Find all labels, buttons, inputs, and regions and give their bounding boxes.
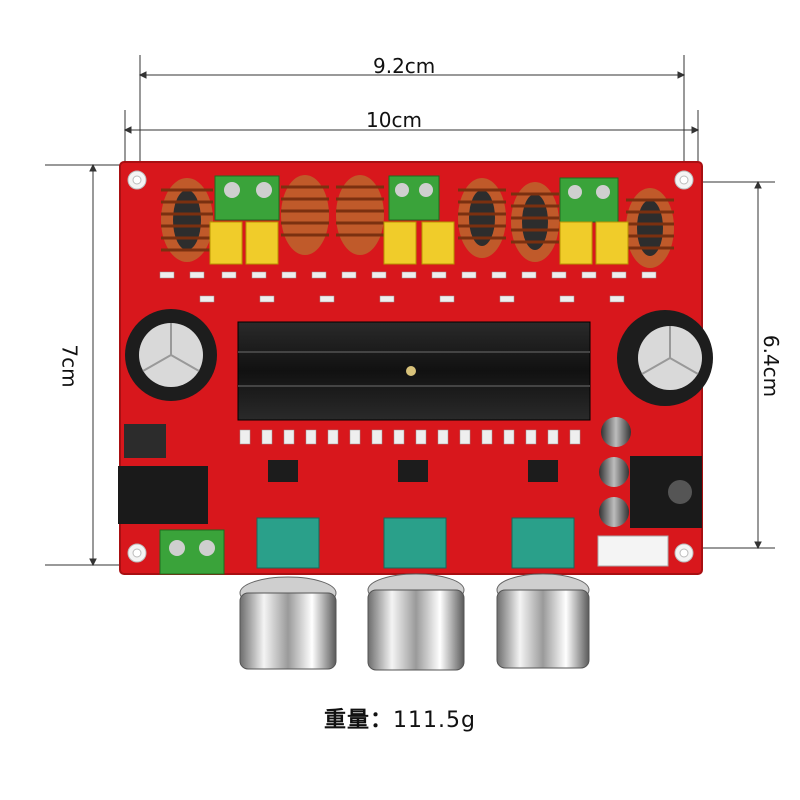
heatsink — [237, 321, 591, 421]
weight-value: 111.5g — [393, 708, 476, 733]
weight-label: 重量： — [324, 708, 394, 733]
inductors — [161, 175, 674, 268]
knobs — [239, 573, 590, 671]
dc-power-jack — [118, 466, 208, 524]
dimension-height-right: 6.4cm — [759, 334, 784, 398]
smd-row — [239, 429, 581, 445]
film-capacitors — [209, 221, 629, 265]
smd-components — [159, 271, 657, 303]
dimension-full-width: 10cm — [366, 108, 422, 132]
ic-chips — [268, 460, 558, 482]
mounting-holes — [127, 170, 694, 563]
dimension-top-width: 9.2cm — [373, 54, 436, 78]
electrolytic-capacitors — [125, 309, 713, 527]
output-terminals — [214, 175, 619, 223]
diode — [124, 424, 166, 458]
power-terminal — [159, 529, 669, 575]
potentiometers — [256, 517, 575, 569]
weight-caption: 重量：111.5g — [0, 702, 800, 734]
dimension-height-left: 7cm — [57, 344, 82, 388]
dimension-lines — [45, 55, 775, 567]
